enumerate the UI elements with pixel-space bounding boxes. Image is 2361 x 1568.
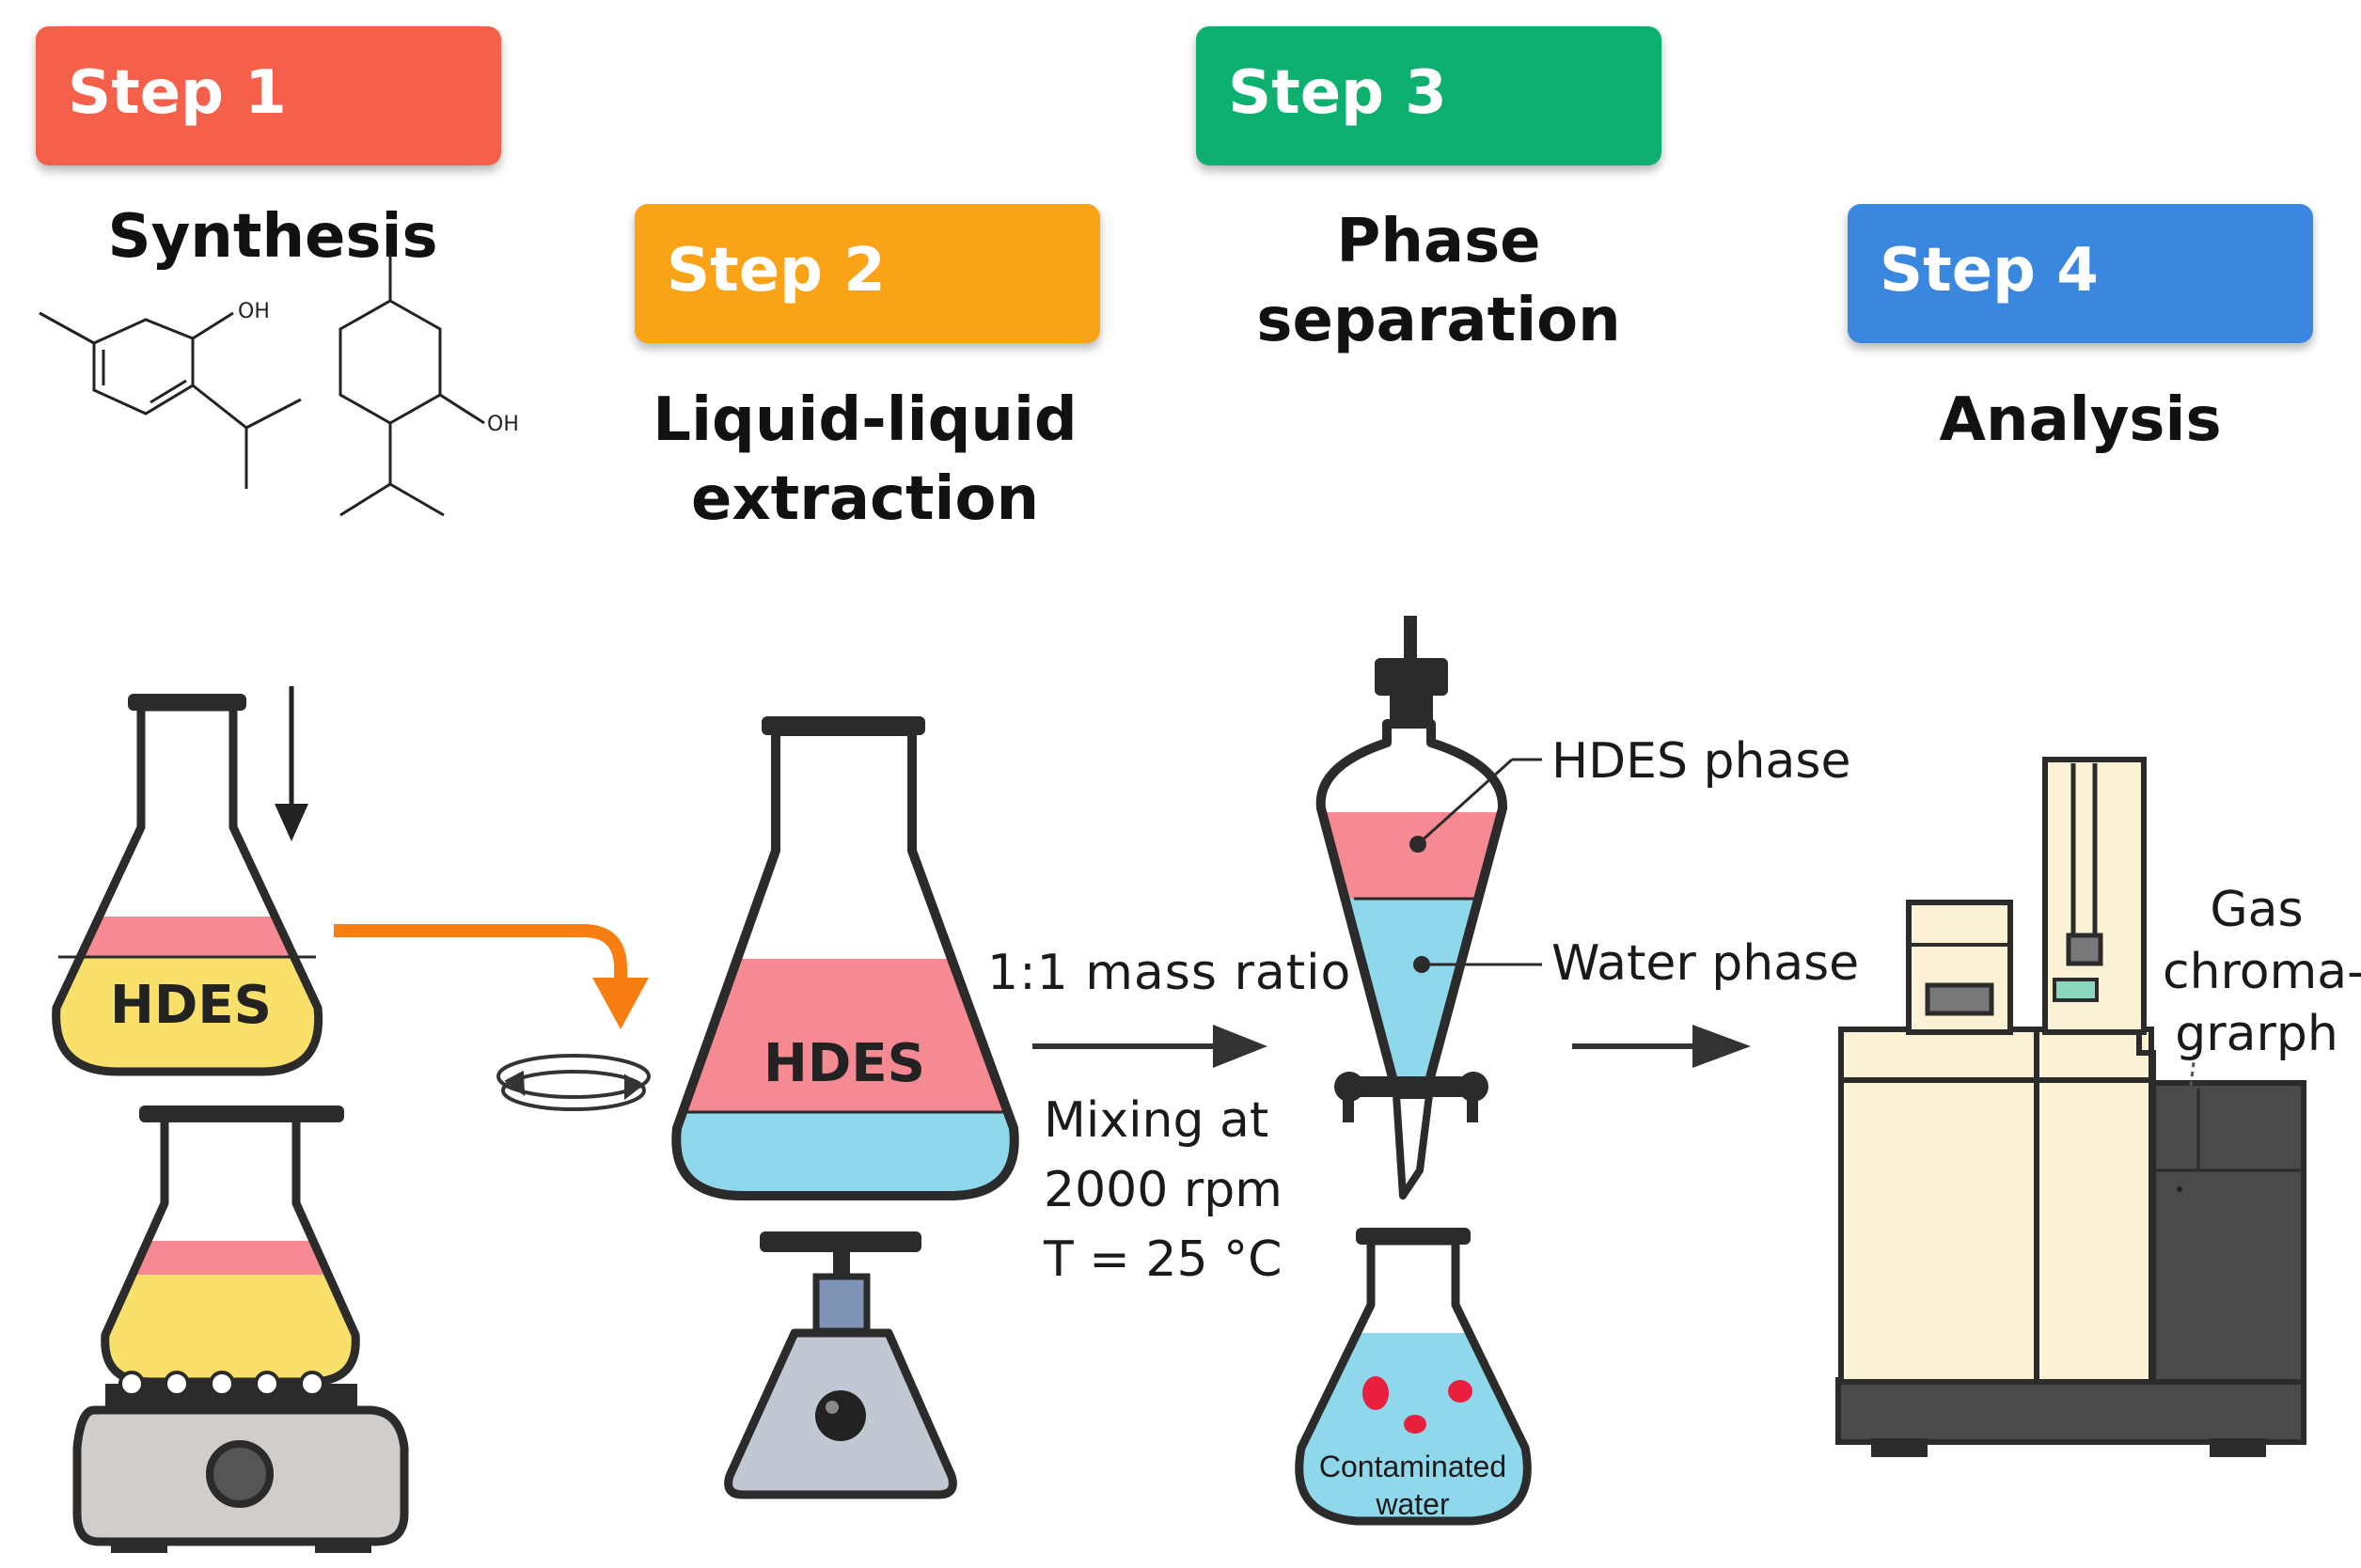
synthesis-flask-top (52, 694, 323, 1076)
shaker-knob (815, 1390, 866, 1441)
addition-arrow (275, 686, 308, 841)
gc-label-line1: Gas (2210, 882, 2304, 938)
synthesis-flask-label: HDES (110, 975, 272, 1036)
thymol-oh-label: OH (238, 300, 270, 323)
mixing-conditions: Mixing at 2000 rpm T = 25 °C (1044, 1086, 1283, 1294)
step-3-title-line2: separation (1256, 286, 1621, 355)
step-3-title-line1: Phase (1336, 207, 1541, 276)
menthol-structure (338, 254, 485, 517)
gc-label-line2: chroma- (2163, 944, 2361, 1000)
menthol-oh-label: OH (487, 413, 519, 436)
contaminant-droplet (1404, 1415, 1426, 1434)
process-arrow-2 (1572, 1025, 1751, 1068)
hdes-layer-yellow (55, 957, 319, 1072)
vortex-shaker (724, 1231, 957, 1499)
step-3-label: Step 3 (1228, 58, 1447, 128)
hotplate (72, 1371, 409, 1553)
thymol-structure (39, 311, 302, 489)
process-arrow-1 (1032, 1025, 1267, 1068)
step-2-badge: Step 2 (635, 204, 1100, 343)
temperature-label: T = 25 °C (1044, 1231, 1283, 1288)
step-3-badge: Step 3 (1196, 26, 1661, 165)
step-1-title: Synthesis (107, 202, 438, 272)
mixing-line1: Mixing at (1044, 1092, 1269, 1149)
step-2-title: Liquid-liquid extraction (602, 381, 1128, 539)
hotplate-knob (206, 1440, 274, 1508)
gas-chromatograph (1835, 757, 2306, 1457)
contaminant-droplet (1448, 1380, 1472, 1403)
step-4-title: Analysis (1939, 385, 2222, 455)
mixing-line2: 2000 rpm (1044, 1162, 1283, 1218)
hdes-phase-label: HDES phase (1551, 733, 1851, 790)
step-1-label: Step 1 (68, 58, 287, 128)
gas-chromatograph-label: Gas chroma- grarph (2163, 879, 2361, 1065)
contaminated-water-line2: water (1376, 1487, 1450, 1521)
step-2-title-line1: Liquid-liquid (653, 385, 1078, 455)
step-4-badge: Step 4 (1848, 204, 2313, 343)
extraction-water-layer (676, 1112, 1015, 1196)
transfer-arrow (334, 924, 649, 1029)
water-phase-label: Water phase (1551, 935, 1860, 992)
mixing-rotation-icon (496, 1054, 651, 1111)
contaminant-droplet (1362, 1376, 1389, 1410)
ratio-label: 1:1 mass ratio (987, 945, 1352, 1001)
step-4-label: Step 4 (1880, 236, 2099, 306)
gc-label-line3: grarph (2175, 1006, 2338, 1062)
step-2-title-line2: extraction (690, 464, 1040, 534)
synthesis-flask-heated (101, 1105, 360, 1387)
step-1-badge: Step 1 (36, 26, 501, 165)
extraction-flask (671, 716, 1019, 1200)
separatory-funnel (1315, 616, 1542, 1200)
contaminated-water-line1: Contaminated (1318, 1450, 1507, 1483)
step-3-title: Phase separation (1204, 202, 1674, 360)
contaminated-water-label: Contaminated water (1307, 1448, 1519, 1523)
extraction-flask-label: HDES (763, 1033, 925, 1094)
step-2-label: Step 2 (667, 236, 886, 306)
funnel-hdes-phase (1320, 812, 1503, 901)
